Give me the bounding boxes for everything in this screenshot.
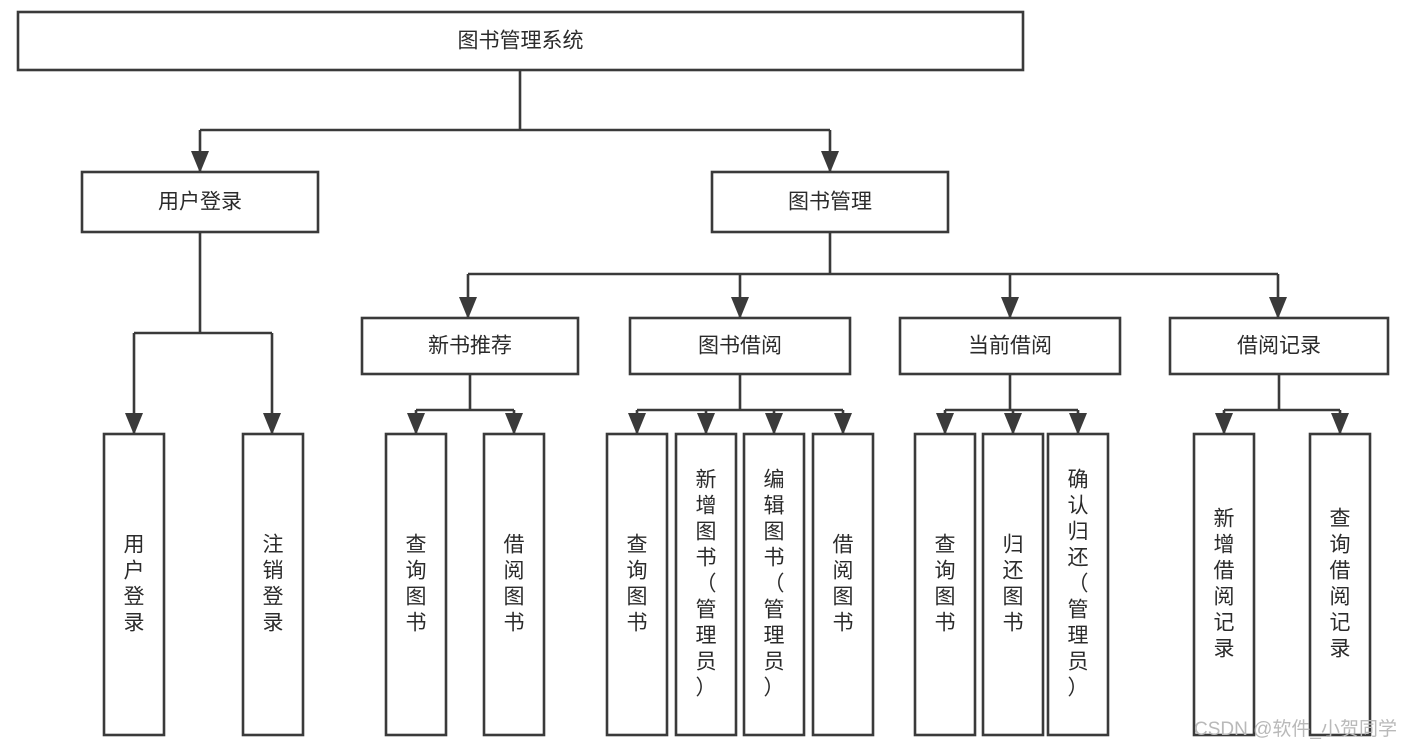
node-label-leaf-add-book: 新增图书（管理员）	[696, 468, 717, 699]
node-label-current-borrow: 当前借阅	[968, 335, 1052, 358]
arrow-head-icon	[821, 151, 839, 173]
node-leaf-query-book-2[interactable]: 查询图书	[605, 432, 669, 737]
arrow-head-icon	[1004, 413, 1022, 435]
arrow-head-icon	[1331, 413, 1349, 435]
node-label-leaf-borrow-book-2: 借阅图书	[833, 533, 854, 634]
node-box-book-borrow[interactable]	[628, 316, 852, 376]
node-root[interactable]: 图书管理系统	[16, 10, 1025, 72]
node-box-leaf-add-book[interactable]	[674, 432, 738, 737]
node-label-root: 图书管理系统	[458, 30, 584, 53]
node-label-book-manage: 图书管理	[788, 191, 872, 214]
arrow-head-icon	[936, 413, 954, 435]
node-leaf-edit-book[interactable]: 编辑图书（管理员）	[742, 432, 806, 737]
node-label-leaf-add-record: 新增借阅记录	[1214, 507, 1235, 660]
node-label-book-borrow: 图书借阅	[698, 335, 782, 358]
node-leaf-query-book-1[interactable]: 查询图书	[384, 432, 448, 737]
arrow-head-icon	[1001, 297, 1019, 319]
node-book-borrow[interactable]: 图书借阅	[628, 316, 852, 376]
node-label-leaf-query-book-1: 查询图书	[406, 533, 427, 634]
node-box-leaf-borrow-book-1[interactable]	[482, 432, 546, 737]
node-box-leaf-query-book-1[interactable]	[384, 432, 448, 737]
node-leaf-confirm-return[interactable]: 确认归还（管理员）	[1046, 432, 1110, 737]
node-box-book-manage[interactable]	[710, 170, 950, 234]
arrow-head-icon	[765, 413, 783, 435]
node-book-manage[interactable]: 图书管理	[710, 170, 950, 234]
node-box-leaf-query-record[interactable]	[1308, 432, 1372, 737]
node-leaf-borrow-book-2[interactable]: 借阅图书	[811, 432, 875, 737]
arrow-head-icon	[263, 413, 281, 435]
arrow-head-icon	[191, 151, 209, 173]
node-box-leaf-add-record[interactable]	[1192, 432, 1256, 737]
node-layer: 图书管理系统用户登录图书管理新书推荐图书借阅当前借阅借阅记录用户登录注销登录查询…	[16, 10, 1390, 737]
node-box-user-login[interactable]	[80, 170, 320, 234]
node-leaf-logout-login[interactable]: 注销登录	[241, 432, 305, 737]
node-label-leaf-user-login: 用户登录	[124, 533, 145, 634]
node-box-leaf-query-book-2[interactable]	[605, 432, 669, 737]
arrow-head-icon	[407, 413, 425, 435]
node-label-leaf-logout-login: 注销登录	[263, 533, 284, 634]
node-box-root[interactable]	[16, 10, 1025, 72]
node-label-borrow-record: 借阅记录	[1237, 335, 1321, 358]
arrow-head-icon	[1069, 413, 1087, 435]
connector-layer	[125, 70, 1349, 435]
node-label-leaf-return-book: 归还图书	[1003, 533, 1024, 634]
node-box-leaf-query-book-3[interactable]	[913, 432, 977, 737]
node-box-current-borrow[interactable]	[898, 316, 1122, 376]
arrow-head-icon	[125, 413, 143, 435]
node-leaf-borrow-book-1[interactable]: 借阅图书	[482, 432, 546, 737]
node-box-leaf-borrow-book-2[interactable]	[811, 432, 875, 737]
node-box-leaf-user-login[interactable]	[102, 432, 166, 737]
arrow-head-icon	[628, 413, 646, 435]
node-user-login[interactable]: 用户登录	[80, 170, 320, 234]
node-label-user-login: 用户登录	[158, 191, 242, 214]
node-box-leaf-return-book[interactable]	[981, 432, 1045, 737]
arrow-head-icon	[505, 413, 523, 435]
arrow-head-icon	[1215, 413, 1233, 435]
node-box-leaf-logout-login[interactable]	[241, 432, 305, 737]
arrow-head-icon	[731, 297, 749, 319]
node-label-leaf-query-book-3: 查询图书	[935, 533, 956, 634]
node-leaf-add-record[interactable]: 新增借阅记录	[1192, 432, 1256, 737]
node-leaf-query-record[interactable]: 查询借阅记录	[1308, 432, 1372, 737]
node-leaf-query-book-3[interactable]: 查询图书	[913, 432, 977, 737]
arrow-head-icon	[1269, 297, 1287, 319]
node-box-borrow-record[interactable]	[1168, 316, 1390, 376]
node-box-leaf-edit-book[interactable]	[742, 432, 806, 737]
node-label-leaf-query-book-2: 查询图书	[627, 533, 648, 634]
node-label-leaf-borrow-book-1: 借阅图书	[504, 533, 525, 634]
node-leaf-return-book[interactable]: 归还图书	[981, 432, 1045, 737]
node-label-leaf-query-record: 查询借阅记录	[1330, 507, 1351, 660]
node-leaf-user-login[interactable]: 用户登录	[102, 432, 166, 737]
arrow-head-icon	[834, 413, 852, 435]
node-label-leaf-confirm-return: 确认归还（管理员）	[1068, 468, 1089, 699]
node-current-borrow[interactable]: 当前借阅	[898, 316, 1122, 376]
node-box-leaf-confirm-return[interactable]	[1046, 432, 1110, 737]
node-borrow-record[interactable]: 借阅记录	[1168, 316, 1390, 376]
node-label-leaf-edit-book: 编辑图书（管理员）	[764, 468, 785, 699]
node-new-book-recommend[interactable]: 新书推荐	[360, 316, 580, 376]
arrow-head-icon	[697, 413, 715, 435]
node-leaf-add-book[interactable]: 新增图书（管理员）	[674, 432, 738, 737]
node-label-new-book-recommend: 新书推荐	[428, 335, 512, 358]
node-box-new-book-recommend[interactable]	[360, 316, 580, 376]
arrow-head-icon	[459, 297, 477, 319]
